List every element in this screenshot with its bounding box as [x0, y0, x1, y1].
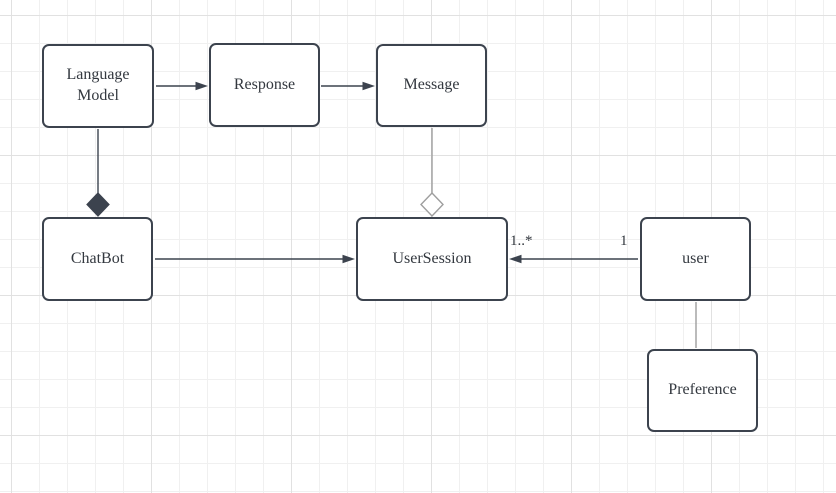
node-response[interactable]: Response [209, 43, 320, 127]
node-chatbot[interactable]: ChatBot [42, 217, 153, 301]
node-user[interactable]: user [640, 217, 751, 301]
node-label: UserSession [392, 249, 472, 267]
edge-chatbot-usersession[interactable] [155, 254, 355, 264]
node-label: Response [233, 75, 296, 93]
composition-diamond-icon [86, 192, 110, 217]
node-label: user [682, 249, 709, 267]
multiplicity-label-user: 1 [620, 233, 628, 249]
arrowhead-icon [509, 254, 522, 264]
node-language-model[interactable]: Language Model [42, 44, 154, 128]
edge-languagemodel-response[interactable] [156, 81, 208, 91]
node-message[interactable]: Message [376, 44, 487, 127]
edge-message-usersession[interactable] [420, 128, 444, 218]
arrowhead-icon [342, 254, 355, 264]
edge-user-usersession[interactable] [509, 254, 638, 264]
arrowhead-icon [195, 81, 208, 91]
node-usersession[interactable]: UserSession [356, 217, 508, 301]
multiplicity-label-usersession: 1..* [510, 233, 533, 249]
node-label: Message [403, 76, 460, 94]
node-label: ChatBot [70, 249, 125, 267]
node-label: Preference [668, 381, 737, 399]
edge-languagemodel-chatbot[interactable] [86, 129, 110, 217]
node-label: Language Model [66, 66, 130, 104]
node-preference[interactable]: Preference [647, 349, 758, 432]
arrowhead-icon [362, 81, 375, 91]
aggregation-diamond-icon [420, 191, 444, 218]
edge-response-message[interactable] [321, 81, 375, 91]
